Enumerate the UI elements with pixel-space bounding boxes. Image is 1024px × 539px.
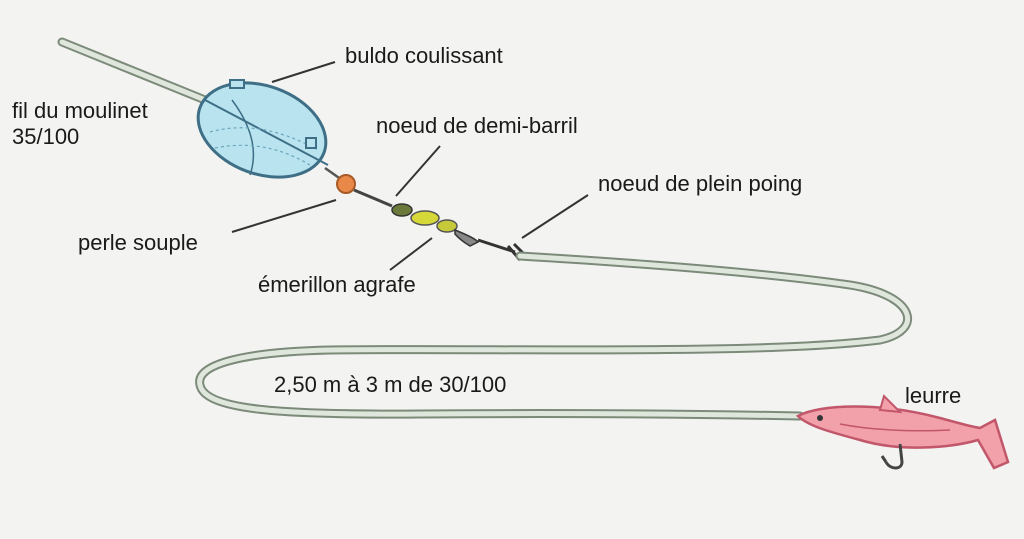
snap-swivel <box>391 203 480 247</box>
bulldo-float <box>196 79 329 179</box>
label-bead: perle souple <box>78 230 198 255</box>
label-reel-line-size: 35/100 <box>12 124 80 149</box>
label-full-fist: noeud de plein poing <box>598 171 803 196</box>
label-leader: 2,50 m à 3 m de 30/100 <box>274 372 507 397</box>
label-reel-line: fil du moulinet 35/100 <box>12 98 148 149</box>
label-swivel: émerillon agrafe <box>258 272 416 297</box>
pointer-bead <box>231 199 337 233</box>
soft-bead <box>336 174 356 194</box>
label-lure: leurre <box>905 383 962 408</box>
lure-fish <box>795 394 1010 470</box>
label-bulldo: buldo coulissant <box>345 43 503 68</box>
pointer-full-fist <box>521 194 589 239</box>
pointer-half-barrel <box>395 145 441 197</box>
pointer-swivel <box>389 237 433 271</box>
label-half-barrel: noeud de demi-barril <box>376 113 578 138</box>
pointer-bulldo <box>271 61 336 83</box>
